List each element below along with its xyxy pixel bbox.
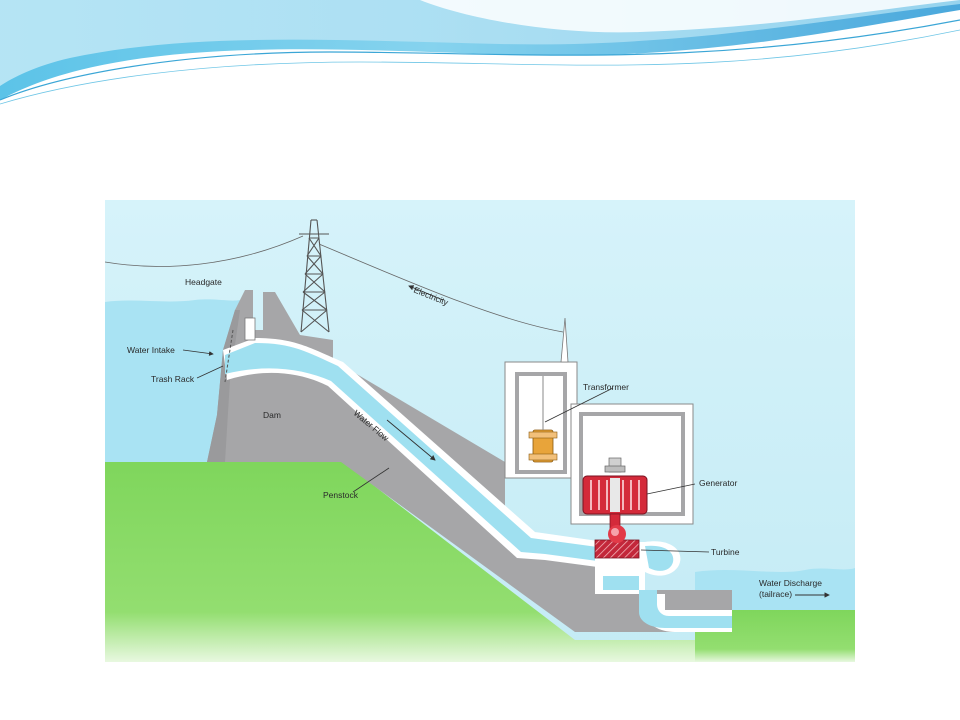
label-penstock: Penstock — [323, 490, 359, 500]
transformer-leader — [544, 387, 614, 423]
penstock-water — [225, 343, 605, 562]
generator — [582, 457, 648, 535]
label-water-intake: Water Intake — [127, 345, 175, 355]
turbine — [594, 525, 732, 632]
trash-rack — [224, 329, 234, 383]
label-transformer: Transformer — [583, 382, 629, 392]
tailrace-water — [695, 568, 855, 610]
turbine-leader — [640, 549, 710, 553]
headgate — [244, 317, 256, 341]
label-generator: Generator — [699, 478, 737, 488]
electricity-arrow — [408, 285, 444, 301]
powerhouse-mast — [560, 317, 569, 363]
penstock-leader — [352, 467, 390, 493]
label-tailrace: (tailrace) — [759, 589, 792, 599]
reservoir — [105, 299, 240, 465]
transformer — [528, 376, 558, 463]
transmission-tower — [299, 219, 330, 333]
generator-leader — [646, 483, 696, 495]
trash-rack-leader — [196, 365, 224, 379]
ground — [105, 462, 855, 662]
label-turbine: Turbine — [711, 547, 740, 557]
label-water-discharge: Water Discharge — [759, 578, 822, 588]
hydroelectric-dam-diagram: Headgate Water Intake Trash Rack Dam Ele… — [105, 200, 855, 662]
power-line-left — [105, 235, 304, 267]
water-intake-leader — [182, 349, 214, 356]
label-headgate: Headgate — [185, 277, 222, 287]
slide-header-wave — [0, 0, 960, 105]
power-line-right — [318, 243, 564, 333]
water-flow-arrow — [386, 419, 436, 461]
label-dam: Dam — [263, 410, 281, 420]
label-trash-rack: Trash Rack — [151, 374, 195, 384]
